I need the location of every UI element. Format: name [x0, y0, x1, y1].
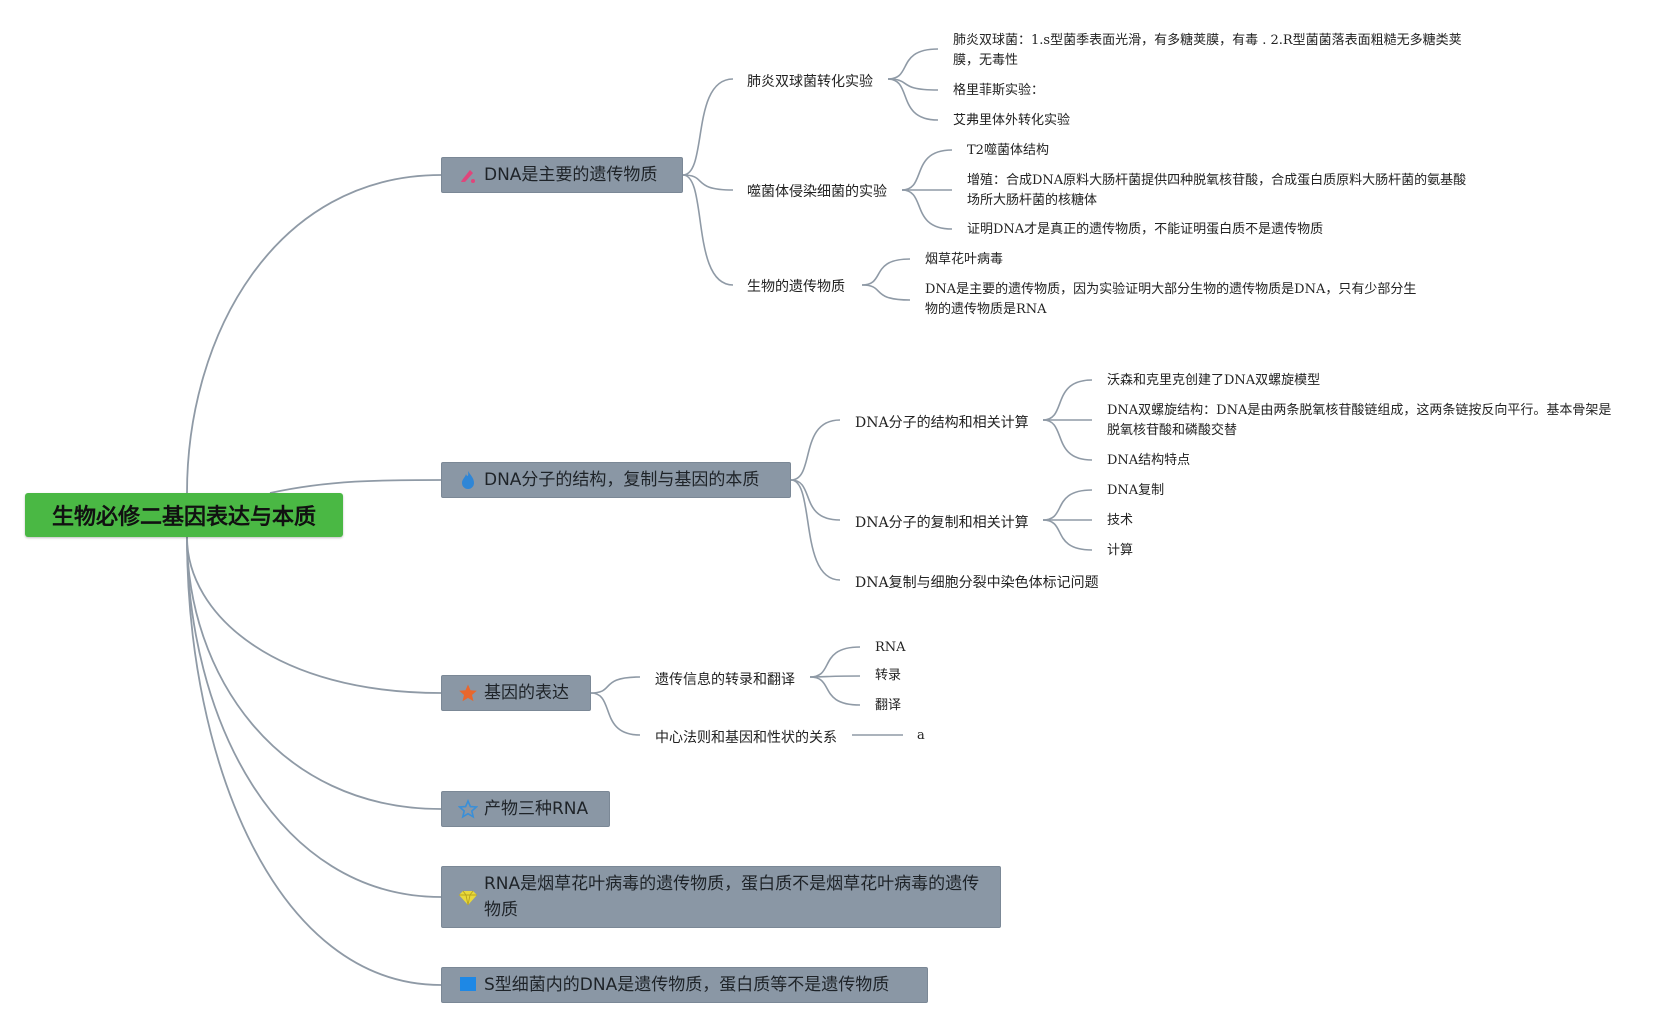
link-s20-l1 — [809, 675, 861, 678]
link-t2-s0 — [590, 676, 641, 694]
link-s02-l1 — [861, 284, 911, 301]
leaf-technique[interactable]: 技术 — [1107, 513, 1134, 528]
topic-dna-structure-replication[interactable]: DNA分子的结构，复制与基因的本质 — [441, 462, 791, 498]
topic-dna-main-genetic-material[interactable]: DNA是主要的遗传物质 — [441, 157, 683, 193]
leaf-dna-replication[interactable]: DNA复制 — [1107, 483, 1165, 498]
leaf-transcription[interactable]: 转录 — [875, 668, 902, 683]
link-s20-l2 — [809, 676, 861, 706]
link-s00-l2 — [887, 78, 939, 121]
flame-icon — [462, 471, 474, 489]
link-s11-l0 — [1042, 489, 1093, 521]
link-s02-l0 — [861, 258, 911, 286]
flag-icon — [460, 977, 476, 991]
topic-three-rna[interactable]: 产物三种RNA — [441, 791, 610, 827]
link-s10-l2 — [1042, 419, 1093, 461]
leaf-phage-conclusion[interactable]: 证明DNA才是真正的遗传物质，不能证明蛋白质不是遗传物质 — [967, 222, 1324, 237]
subtopic-dna-replication-chromosome-label[interactable]: DNA复制与细胞分裂中染色体标记问题 — [855, 575, 1099, 591]
star-icon — [459, 684, 477, 702]
leaf-phage-proliferation[interactable]: 增殖：合成DNA原料大肠杆菌提供四种脱氧核苷酸，合成蛋白质原料大肠杆菌的氨基酸场… — [967, 173, 1467, 208]
leaf-tobacco-mosaic-virus[interactable]: 烟草花叶病毒 — [925, 252, 1004, 267]
subtopic-phage-infection[interactable]: 噬菌体侵染细菌的实验 — [747, 184, 887, 200]
topic-label: RNA是烟草花叶病毒的遗传物质，蛋白质不是烟草花叶病毒的遗传物质 — [484, 874, 980, 920]
link-t1-s2 — [790, 479, 841, 581]
leaf-griffith-experiment[interactable]: 格里菲斯实验： — [953, 83, 1045, 98]
leaf-double-helix-structure[interactable]: DNA双螺旋结构：DNA是由两条脱氧核苷酸链组成，这两条链按反向平行。基本骨架是… — [1107, 403, 1612, 438]
link-t1-s1 — [790, 479, 841, 521]
leaf-watson-crick-model[interactable]: 沃森和克里克创建了DNA双螺旋模型 — [1107, 373, 1321, 388]
link-s00-l0 — [887, 48, 939, 80]
subtopic-dna-replication-calculation[interactable]: DNA分子的复制和相关计算 — [855, 515, 1029, 531]
star-outline-icon — [458, 799, 478, 819]
leaf-calculation[interactable]: 计算 — [1107, 543, 1134, 558]
leaf-dna-main-genetic-material[interactable]: DNA是主要的遗传物质，因为实验证明大部分生物的遗传物质是DNA，只有少部分生物… — [925, 282, 1417, 317]
gem-icon — [459, 890, 477, 906]
subtopic-genetic-material-of-organisms[interactable]: 生物的遗传物质 — [747, 279, 845, 295]
link-t0-s2 — [682, 174, 734, 286]
leaf-dna-structure-features[interactable]: DNA结构特点 — [1107, 453, 1191, 468]
leaf-a[interactable]: a — [917, 728, 925, 743]
topic-label: 基因的表达 — [484, 683, 569, 703]
link-root-topic-3 — [186, 536, 442, 810]
topic-rna-tmv-genetic-material[interactable]: RNA是烟草花叶病毒的遗传物质，蛋白质不是烟草花叶病毒的遗传物质 — [441, 866, 1001, 928]
link-t0-s1 — [682, 174, 734, 191]
link-s00-l1 — [887, 78, 939, 91]
leaf-rna[interactable]: RNA — [875, 640, 906, 655]
leaf-translation[interactable]: 翻译 — [875, 698, 902, 713]
link-root-topic-1 — [269, 479, 442, 494]
topic-gene-expression[interactable]: 基因的表达 — [441, 675, 591, 711]
link-s01-l0 — [901, 149, 953, 191]
link-t1-s0 — [790, 419, 841, 481]
subtopic-central-dogma[interactable]: 中心法则和基因和性状的关系 — [655, 730, 837, 746]
topic-label: S型细菌内的DNA是遗传物质，蛋白质等不是遗传物质 — [484, 975, 890, 995]
leaf-avery-experiment[interactable]: 艾弗里体外转化实验 — [953, 113, 1071, 128]
leaf-t2-phage-structure[interactable]: T2噬菌体结构 — [967, 143, 1049, 158]
subtopic-dna-structure-calculation[interactable]: DNA分子的结构和相关计算 — [855, 415, 1029, 431]
link-root-topic-4 — [186, 536, 442, 898]
link-s11-l2 — [1042, 519, 1093, 551]
link-t2-s1 — [590, 692, 641, 736]
pencil-icon — [461, 170, 475, 183]
topic-label: 产物三种RNA — [484, 799, 589, 819]
topic-label: DNA是主要的遗传物质 — [484, 165, 658, 185]
root-topic[interactable]: 生物必修二基因表达与本质 — [25, 493, 343, 537]
link-t0-s0 — [682, 78, 734, 176]
link-s10-l0 — [1042, 379, 1093, 421]
link-root-topic-2 — [186, 536, 442, 694]
link-s20-l0 — [809, 646, 861, 678]
leaf-pneumococcus-description[interactable]: 肺炎双球菌：1.s型菌季表面光滑，有多糖荚膜，有毒 . 2.R型菌菌落表面粗糙无… — [953, 33, 1462, 68]
topic-label: DNA分子的结构，复制与基因的本质 — [484, 470, 760, 490]
link-root-topic-0 — [186, 174, 442, 494]
topic-s-bacteria-dna[interactable]: S型细菌内的DNA是遗传物质，蛋白质等不是遗传物质 — [441, 967, 928, 1003]
subtopic-pneumococcus-transformation[interactable]: 肺炎双球菌转化实验 — [747, 74, 873, 90]
link-root-topic-5 — [186, 536, 442, 986]
link-s01-l2 — [901, 189, 953, 230]
subtopic-transcription-translation[interactable]: 遗传信息的转录和翻译 — [655, 672, 795, 688]
